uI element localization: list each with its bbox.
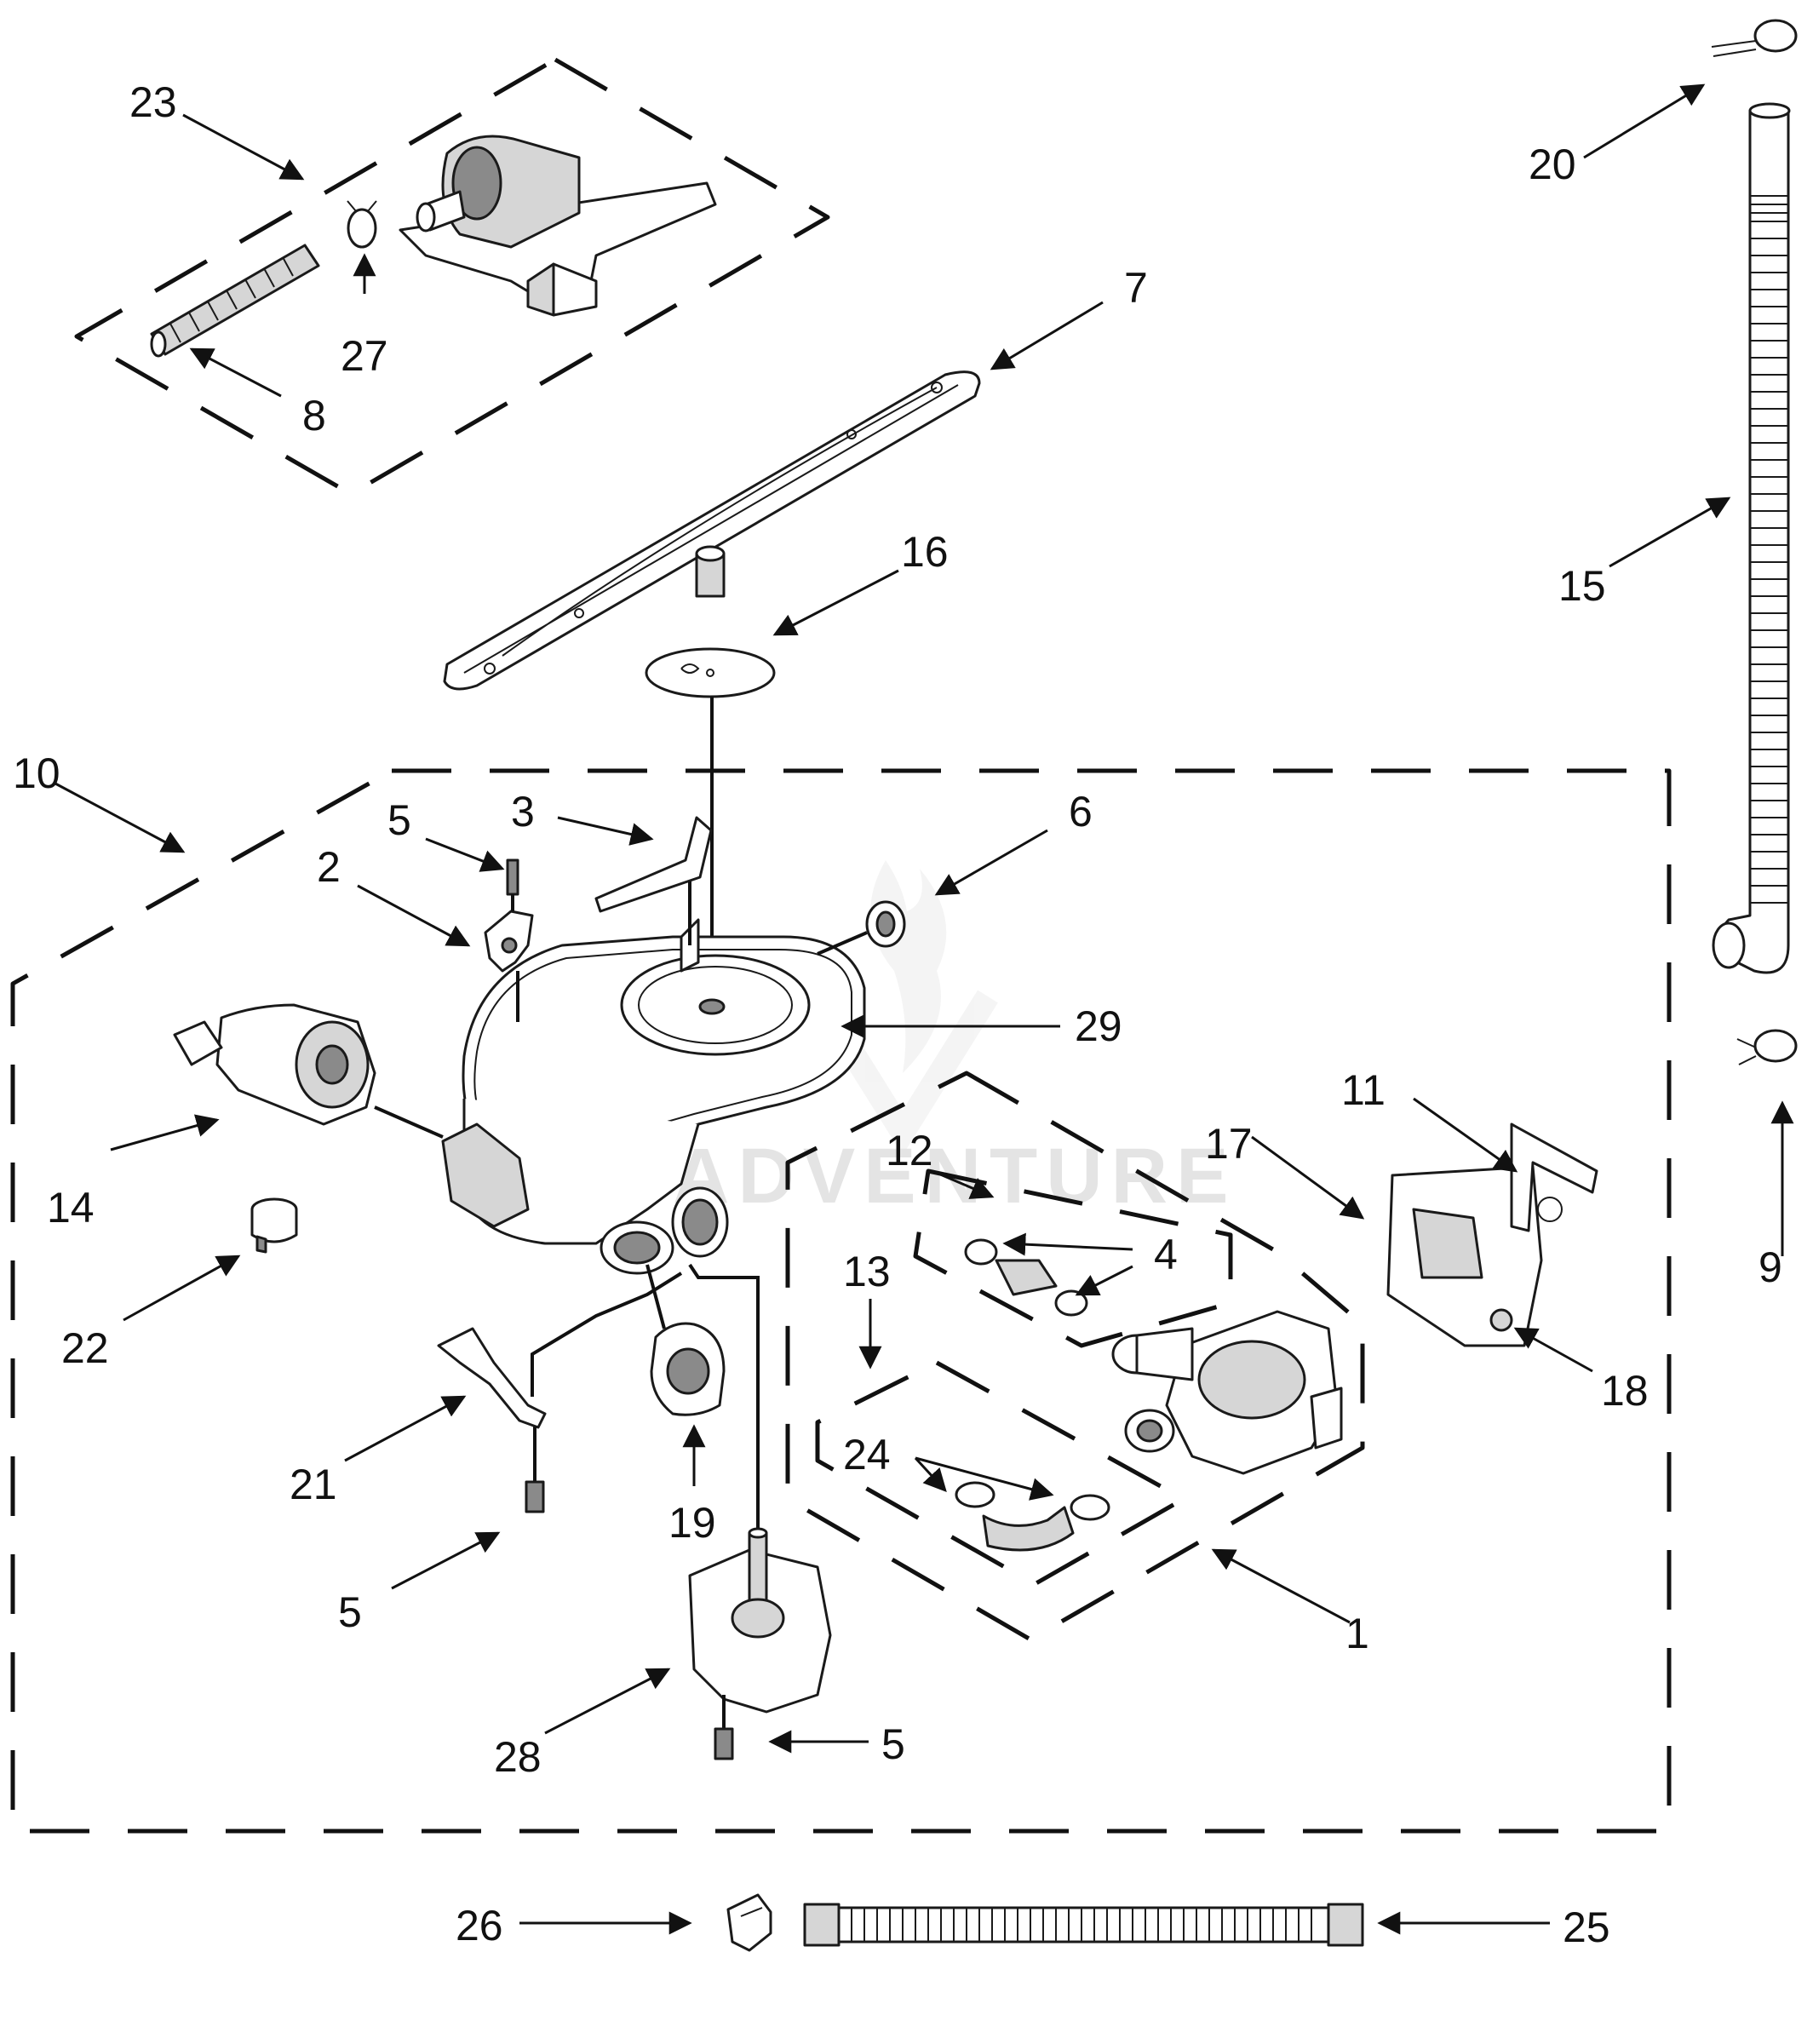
- part-12-hose: [964, 1238, 1088, 1317]
- assembly-box-24: [815, 1360, 1186, 1587]
- callout-3: 3: [511, 788, 535, 835]
- part-6-seal: [817, 900, 906, 956]
- part-27-clamp: [347, 200, 377, 249]
- part-5-screw-left: [525, 1480, 545, 1513]
- part-29-sump: [441, 918, 866, 1275]
- callout-22: 22: [61, 1324, 109, 1372]
- callout-21: 21: [290, 1461, 337, 1508]
- part-18-screw: [1489, 1308, 1513, 1332]
- part-20-clamp: [1711, 19, 1798, 57]
- part-25-hose: [803, 1903, 1364, 1947]
- part-26-clip: [726, 1893, 772, 1952]
- part-21-bracket: [437, 1272, 683, 1482]
- callout-24: 24: [843, 1431, 891, 1478]
- callout-27: 27: [341, 332, 388, 380]
- callout-29: 29: [1075, 1002, 1122, 1050]
- assembly-box-1: [785, 1071, 1365, 1642]
- callout-28: 28: [494, 1733, 542, 1781]
- part-5-screw-bottom: [714, 1727, 734, 1760]
- callout-6: 6: [1069, 788, 1093, 835]
- part-3-bracket: [594, 816, 713, 945]
- callout-7: 7: [1124, 264, 1148, 312]
- part-2-fitting: [484, 910, 534, 1022]
- callout-16: 16: [901, 528, 949, 576]
- part-19-housing: [645, 1264, 726, 1416]
- callout-17: 17: [1205, 1120, 1253, 1168]
- part-7-spray-arm: [443, 370, 981, 691]
- callout-15: 15: [1558, 562, 1606, 610]
- connector-28: [688, 1263, 760, 1533]
- callout-23: 23: [129, 78, 177, 126]
- callout-8: 8: [302, 392, 326, 439]
- callout-26: 26: [456, 1902, 503, 1949]
- assembly-box-12: [913, 1168, 1233, 1348]
- part-24-elbow: [955, 1481, 1110, 1552]
- part-5-screw-top: [506, 858, 519, 911]
- callout-10: 10: [13, 749, 60, 797]
- callout-4: 4: [1154, 1231, 1178, 1278]
- callout-12: 12: [886, 1127, 933, 1174]
- callout-13: 13: [843, 1248, 891, 1295]
- part-8-hose: [150, 244, 320, 358]
- callout-11: 11: [1341, 1066, 1386, 1114]
- leader-arrows: [55, 83, 1794, 1935]
- callout-19: 19: [668, 1499, 716, 1547]
- part-11-clip: [1510, 1122, 1598, 1232]
- part-1-circulation-pump: [1111, 1310, 1343, 1475]
- part-15-drain-hose: [1712, 102, 1791, 974]
- callout-18: 18: [1601, 1367, 1649, 1415]
- part-22-thermostat: [250, 1197, 298, 1254]
- callout-14: 14: [47, 1184, 95, 1232]
- part-23-valve-bracket: [399, 135, 717, 317]
- callout-1: 1: [1345, 1610, 1369, 1657]
- callout-25: 25: [1563, 1903, 1610, 1951]
- part-16-disc: [645, 545, 776, 698]
- callout-9: 9: [1758, 1243, 1782, 1291]
- callout-20: 20: [1529, 141, 1576, 188]
- part-9-clamp: [1736, 1029, 1798, 1065]
- callout-2: 2: [317, 843, 341, 891]
- part-28-diverter: [688, 1527, 832, 1729]
- callout-5-bottom: 5: [881, 1720, 905, 1768]
- assembly-box-23: [74, 57, 830, 497]
- callout-5-left: 5: [338, 1588, 362, 1636]
- assembly-box-10: [10, 768, 1672, 1834]
- part-14-drain-pump: [173, 1003, 444, 1139]
- callout-5-top: 5: [387, 796, 411, 844]
